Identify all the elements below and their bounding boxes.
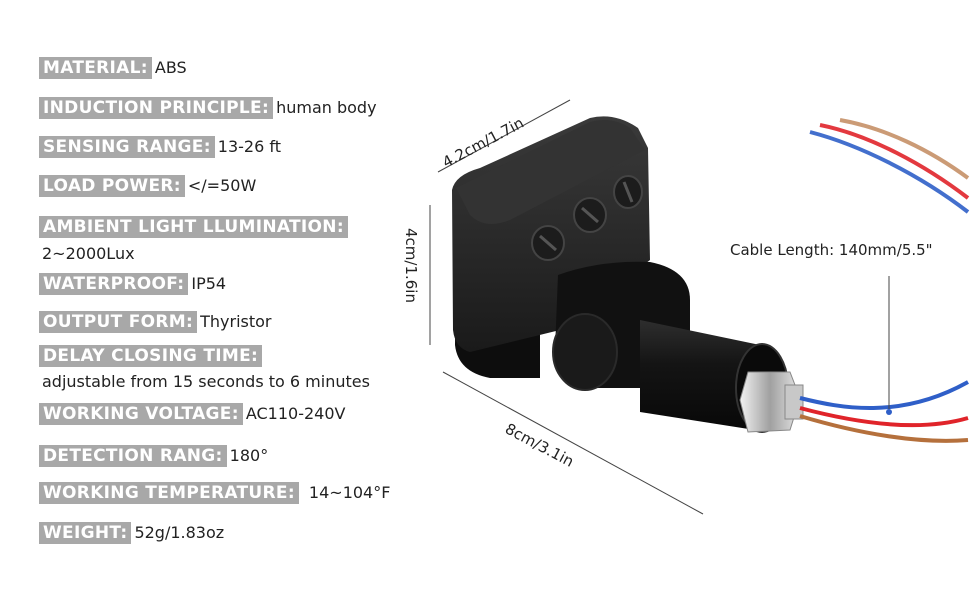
spec-detection-range: DETECTION RANG:180° <box>39 445 268 467</box>
spec-value: 2~2000Lux <box>42 244 135 263</box>
spec-working-voltage: WORKING VOLTAGE:AC110-240V <box>39 403 345 425</box>
spec-value: human body <box>276 98 377 117</box>
adjustment-knobs <box>531 175 643 261</box>
joint-cap <box>552 313 618 391</box>
spec-value: 13-26 ft <box>217 137 281 156</box>
dimension-length-label: 8cm/3.1in <box>502 420 577 471</box>
spec-material: MATERIAL:ABS <box>39 57 187 79</box>
spec-value: IP54 <box>191 274 227 293</box>
spec-label: WEIGHT: <box>39 522 132 544</box>
spec-value: 180° <box>229 446 269 465</box>
spec-value: 52g/1.83oz <box>134 523 225 542</box>
cable-length-pointer-dot <box>886 409 892 415</box>
spec-waterproof: WATERPROOF:IP54 <box>39 273 226 295</box>
sensor-product-illustration: 4.2cm/1.7in 4cm/1.6in 8cm/3.1in Cable Le… <box>402 99 970 515</box>
spec-label: WORKING VOLTAGE: <box>39 403 243 425</box>
spec-induction-principle: INDUCTION PRINCIPLE:human body <box>39 97 377 119</box>
spec-label: OUTPUT FORM: <box>39 311 198 333</box>
spec-output-form: OUTPUT FORM:Thyristor <box>39 311 272 333</box>
spec-value: AC110-240V <box>245 404 346 423</box>
spec-value: 14~104°F <box>308 483 391 502</box>
spec-label: MATERIAL: <box>39 57 152 79</box>
metal-thread <box>784 384 804 420</box>
wire-red-top <box>819 123 970 200</box>
spec-value: Thyristor <box>200 312 272 331</box>
dimension-line-length <box>442 371 704 515</box>
sensor-housing-top <box>456 120 645 224</box>
spec-weight: WEIGHT:52g/1.83oz <box>39 522 224 544</box>
spec-delay-closing-time: DELAY CLOSING TIME: <box>39 345 263 367</box>
wire-blue-top <box>809 130 970 214</box>
wire-red <box>799 406 969 428</box>
dimension-height-label: 4cm/1.6in <box>402 228 420 303</box>
spec-value: ABS <box>154 58 187 77</box>
spec-label: DETECTION RANG: <box>39 445 227 467</box>
spec-label: WATERPROOF: <box>39 273 189 295</box>
spec-label: WORKING TEMPERATURE: <box>39 482 299 504</box>
spec-sensing-range: SENSING RANGE:13-26 ft <box>39 136 281 158</box>
spec-label: LOAD POWER: <box>39 175 185 197</box>
spec-label: SENSING RANGE: <box>39 136 215 158</box>
spec-label: INDUCTION PRINCIPLE: <box>39 97 274 119</box>
spec-load-power: LOAD POWER:</=50W <box>39 175 256 197</box>
spec-value: adjustable from 15 seconds to 6 minutes <box>42 372 370 391</box>
spec-working-temperature: WORKING TEMPERATURE: 14~104°F <box>39 482 390 504</box>
wire-brown <box>799 414 969 443</box>
dimension-line-width <box>437 99 571 173</box>
wire-blue <box>799 380 969 410</box>
spec-label: DELAY CLOSING TIME: <box>39 345 263 367</box>
wire-brown-top <box>839 118 970 180</box>
spec-value: </=50W <box>187 176 257 195</box>
cable-length-label: Cable Length: 140mm/5.5" <box>730 241 933 259</box>
spec-ambient-light: AMBIENT LIGHT LLUMINATION: <box>39 216 348 238</box>
spec-label: AMBIENT LIGHT LLUMINATION: <box>39 216 348 238</box>
